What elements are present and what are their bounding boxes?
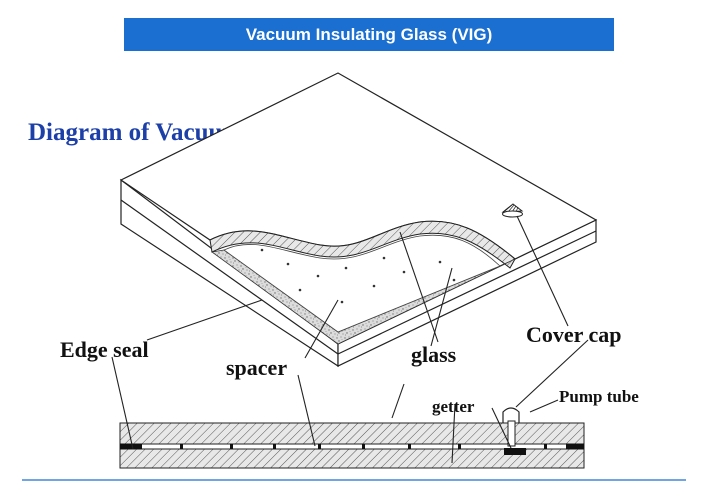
title-banner: Vacuum Insulating Glass (VIG) <box>124 18 614 51</box>
label-pump-tube: Pump tube <box>559 387 639 406</box>
pump-tube-shape <box>507 420 516 447</box>
getter-block <box>504 448 526 455</box>
cover-cap-shape <box>501 203 524 218</box>
spacers-section <box>180 444 547 449</box>
label-glass: glass <box>411 342 457 367</box>
label-edge-seal: Edge seal <box>60 337 149 362</box>
leader-lines <box>111 215 589 464</box>
pane-division-line-right <box>337 230 597 355</box>
label-cover-cap: Cover cap <box>526 322 622 347</box>
banner-title: Vacuum Insulating Glass (VIG) <box>245 24 493 44</box>
top-pane-cut-edge <box>209 220 516 269</box>
cross-section <box>119 407 585 469</box>
pane-division-line-left <box>120 199 339 355</box>
lower-pane-inner-surface <box>223 234 501 333</box>
glazing-unit-3d <box>119 72 598 368</box>
pump-tube-cap <box>502 407 520 423</box>
edge-seal-left <box>120 443 142 450</box>
top-glass-surface <box>119 72 598 260</box>
label-spacer: spacer <box>226 355 287 380</box>
vacuum-gap <box>120 444 584 449</box>
label-getter: getter <box>432 397 475 416</box>
spacer-dots <box>260 248 456 304</box>
edge-seal-right <box>566 443 584 450</box>
